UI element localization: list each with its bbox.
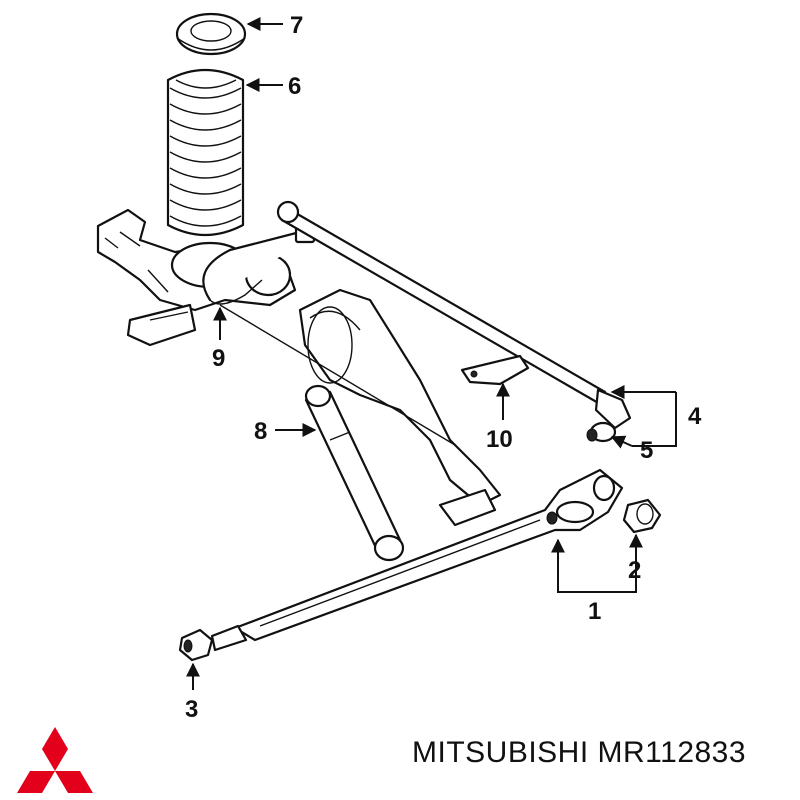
body-outline <box>219 288 502 527</box>
logo-diamond-right <box>55 771 93 793</box>
bushing-part-3 <box>178 624 248 662</box>
callout-7: 7 <box>290 12 303 39</box>
leader-4-bracket <box>632 392 677 447</box>
leader-1 <box>557 545 637 593</box>
spring-seat-part <box>175 12 247 56</box>
bushing-part-2 <box>622 498 662 534</box>
callout-5: 5 <box>640 437 653 464</box>
callout-8: 8 <box>254 418 267 445</box>
lateral-rod-part <box>276 200 632 430</box>
callout-3: 3 <box>185 696 198 723</box>
leader-lines <box>186 17 677 690</box>
logo-diamond-top <box>42 727 68 771</box>
brand-part-number: MITSUBISHI MR112833 <box>412 736 747 769</box>
logo-diamond-left <box>17 771 55 793</box>
trailing-arm-part <box>233 468 624 642</box>
leader-5 <box>610 435 633 449</box>
callout-4: 4 <box>688 403 702 430</box>
callout-9: 9 <box>212 345 225 372</box>
shock-absorber-part <box>304 384 405 562</box>
coil-spring-part <box>166 68 245 237</box>
mitsubishi-logo <box>17 727 93 793</box>
callout-10: 10 <box>486 426 513 453</box>
callout-6: 6 <box>288 73 301 100</box>
bracket-part-10 <box>460 354 530 386</box>
callout-2: 2 <box>628 557 641 584</box>
callout-1: 1 <box>588 598 601 625</box>
callout-labels: 7 6 9 8 10 4 5 2 1 3 <box>185 12 702 723</box>
bushing-part-5 <box>586 421 617 443</box>
wire-harness-part <box>202 226 316 305</box>
